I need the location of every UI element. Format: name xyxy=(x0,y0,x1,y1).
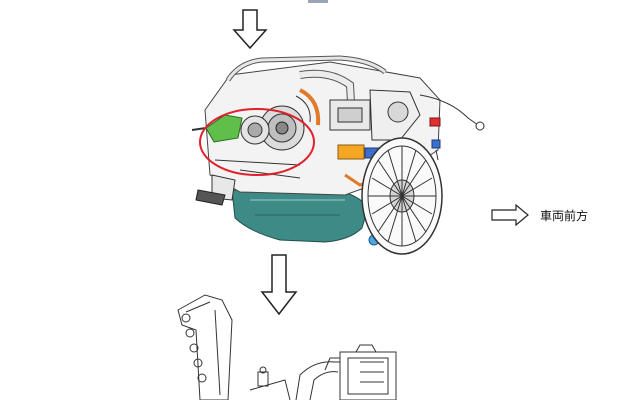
highlight-ellipse xyxy=(199,108,315,176)
cropped-label-mark xyxy=(308,0,328,3)
oil-pan xyxy=(231,189,369,243)
arrow-down-middle-icon xyxy=(260,254,298,316)
intake-green-part xyxy=(205,114,243,143)
arrow-right-icon xyxy=(491,203,529,227)
cooling-fan xyxy=(361,137,443,255)
direction-label-vehicle-front: 車両前方 xyxy=(540,209,589,223)
engine-assembly xyxy=(191,55,485,255)
detail-line-art xyxy=(177,294,397,401)
arrow-down-top-icon xyxy=(232,9,268,50)
